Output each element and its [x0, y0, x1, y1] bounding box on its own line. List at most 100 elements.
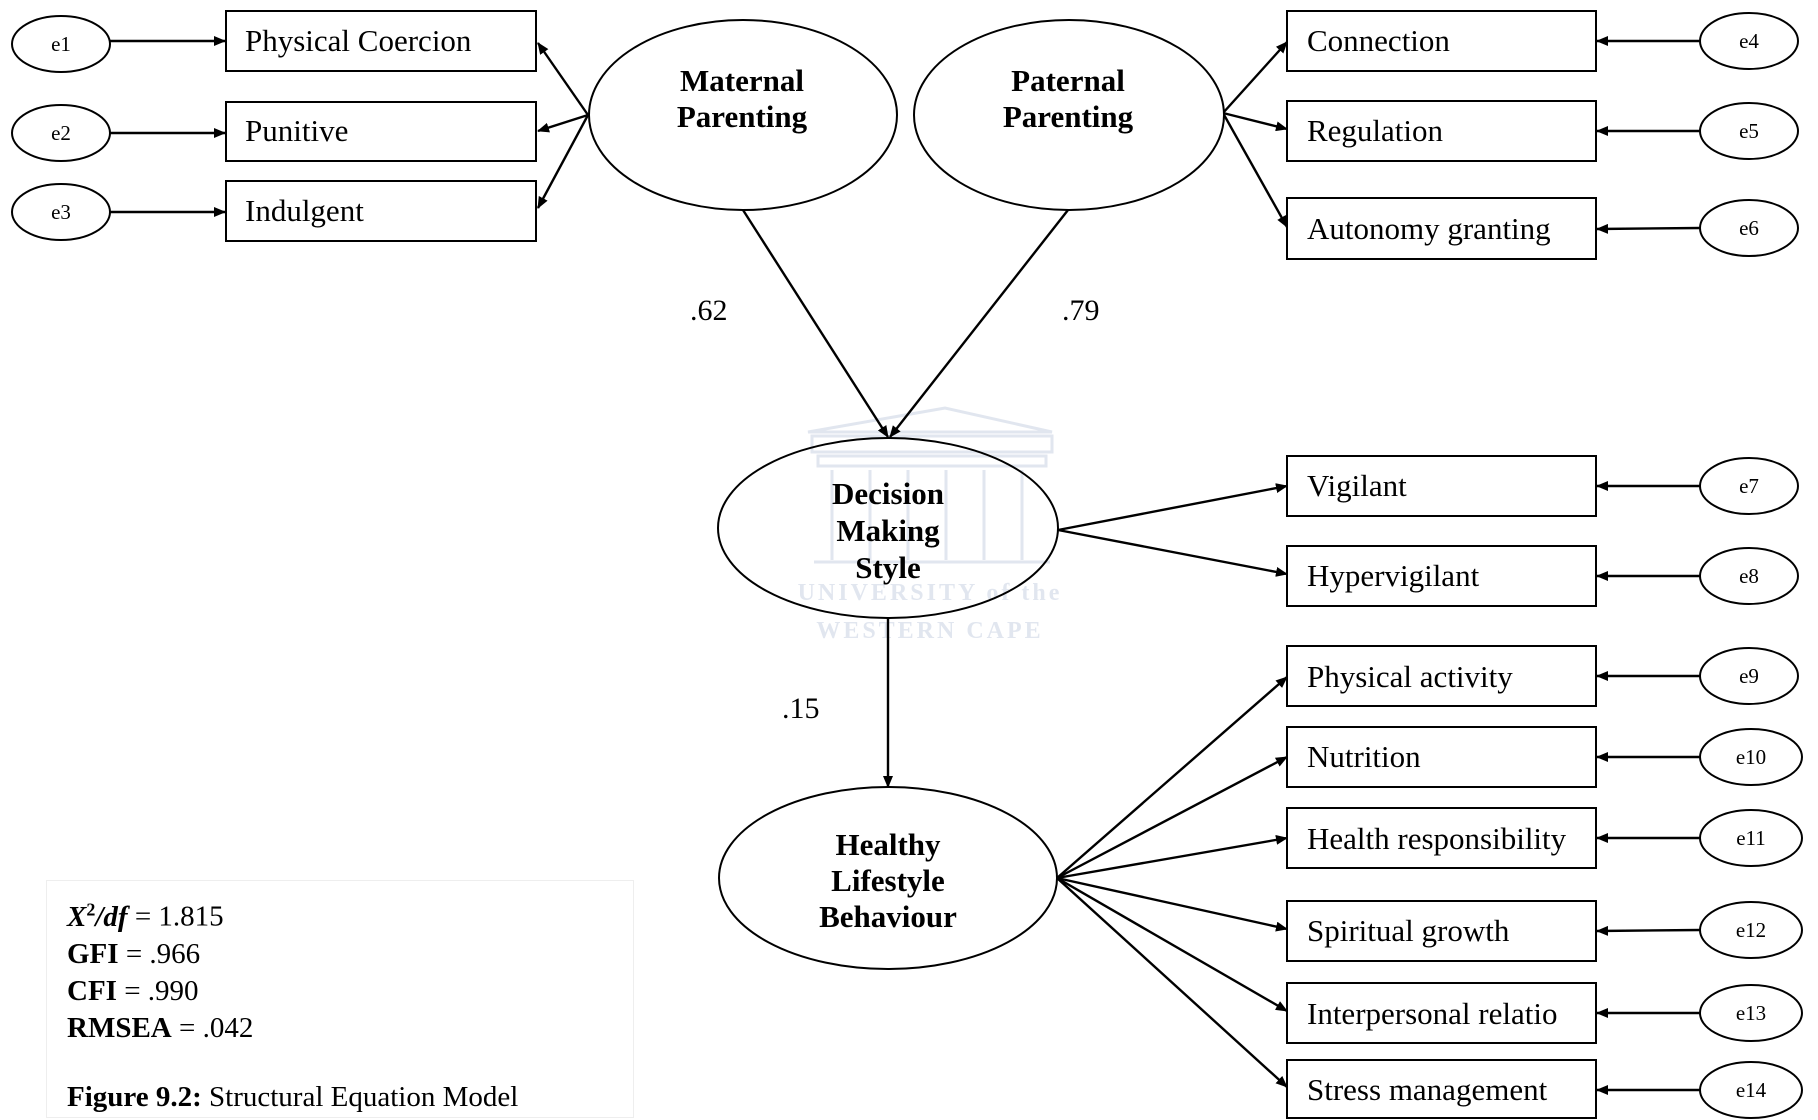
gfi-label: GFI — [67, 937, 119, 970]
chi-df: /df — [95, 900, 128, 933]
observed-autonomy-granting: Autonomy granting — [1286, 197, 1597, 260]
cfi-value: = .990 — [116, 974, 199, 1007]
loading-arrow-stress-management — [1056, 877, 1288, 1088]
svg-text:Making: Making — [836, 513, 940, 548]
coefficient-decision-healthy: .15 — [782, 692, 820, 725]
svg-text:Connection: Connection — [1307, 23, 1450, 58]
observed-spiritual-growth: Spiritual growth — [1286, 900, 1597, 962]
svg-text:e3: e3 — [51, 200, 71, 224]
caption-text: Structural Equation Model — [201, 1080, 519, 1113]
svg-text:Vigilant: Vigilant — [1307, 468, 1407, 503]
error-e4: e4 — [1699, 12, 1799, 70]
error-arrow-e6 — [1596, 223, 1701, 234]
latent-paternal-parenting: Paternal Parenting — [913, 19, 1225, 211]
svg-text:e10: e10 — [1736, 745, 1766, 769]
svg-text:Stress management: Stress management — [1307, 1072, 1548, 1107]
cfi-label: CFI — [67, 974, 117, 1007]
svg-text:e8: e8 — [1739, 564, 1759, 588]
loading-arrow-physical-activity — [1056, 676, 1288, 879]
coefficient-maternal-decision: .62 — [690, 294, 728, 327]
loading-arrow-interpersonal — [1056, 876, 1288, 1013]
fit-cfi: CFI = .990 — [67, 973, 613, 1010]
svg-text:e13: e13 — [1736, 1001, 1766, 1025]
svg-text:Interpersonal relatio: Interpersonal relatio — [1307, 996, 1557, 1031]
error-e3: e3 — [11, 183, 111, 241]
observed-interpersonal-relatio: Interpersonal relatio — [1286, 982, 1597, 1044]
error-e14: e14 — [1699, 1061, 1803, 1119]
fit-gfi: GFI = .966 — [67, 936, 613, 973]
error-e12: e12 — [1699, 901, 1803, 959]
observed-indulgent: Indulgent — [225, 180, 537, 242]
loading-arrow-autonomy — [1221, 112, 1289, 228]
error-e2: e2 — [11, 104, 111, 162]
loading-arrow-spiritual-growth — [1056, 876, 1288, 932]
figure-caption: Figure 9.2: Structural Equation Model — [67, 1081, 613, 1114]
observed-physical-activity: Physical activity — [1286, 645, 1597, 707]
loading-arrow-vigilant — [1057, 483, 1288, 532]
observed-vigilant: Vigilant — [1286, 455, 1597, 517]
svg-text:e5: e5 — [1739, 119, 1759, 143]
observed-physical-coercion: Physical Coercion — [225, 10, 537, 72]
svg-text:Hypervigilant: Hypervigilant — [1307, 558, 1480, 593]
fit-rmsea: RMSEA = .042 — [67, 1010, 613, 1047]
svg-text:e11: e11 — [1736, 826, 1766, 850]
svg-text:Healthy: Healthy — [835, 827, 941, 862]
path-paternal-to-decision — [889, 209, 1069, 438]
loading-arrow-regulation — [1222, 111, 1288, 132]
coefficient-paternal-decision: .79 — [1062, 294, 1100, 327]
loading-arrow-health-responsibility — [1056, 834, 1288, 880]
latent-decision-making-style: Decision Making Style — [717, 437, 1059, 619]
error-e11: e11 — [1699, 809, 1803, 867]
observed-health-responsibility: Health responsibility — [1286, 807, 1597, 869]
chi-label: X — [67, 900, 87, 933]
latent-healthy-lifestyle-behaviour: Healthy Lifestyle Behaviour — [718, 786, 1058, 970]
rmsea-label: RMSEA — [67, 1011, 172, 1044]
loading-arrow-physical-coercion — [537, 42, 589, 116]
latent-maternal-parenting: Maternal Parenting — [588, 19, 898, 211]
svg-text:e7: e7 — [1739, 474, 1759, 498]
observed-punitive: Punitive — [225, 101, 537, 162]
loading-arrow-nutrition — [1056, 755, 1288, 880]
chi-superscript: 2 — [86, 899, 96, 919]
svg-text:Nutrition: Nutrition — [1307, 739, 1421, 774]
svg-text:e4: e4 — [1739, 29, 1759, 53]
svg-text:e12: e12 — [1736, 918, 1766, 942]
observed-nutrition: Nutrition — [1286, 726, 1597, 788]
gfi-value: = .966 — [118, 937, 201, 970]
svg-text:Regulation: Regulation — [1307, 113, 1444, 148]
svg-text:Decision: Decision — [832, 476, 944, 511]
caption-label: Figure 9.2: — [67, 1080, 202, 1113]
svg-text:e14: e14 — [1736, 1078, 1767, 1102]
svg-text:e9: e9 — [1739, 664, 1759, 688]
svg-text:Spiritual growth: Spiritual growth — [1307, 913, 1510, 948]
error-arrow-e12 — [1596, 925, 1701, 936]
watermark: UNIVERSITY of the WESTERN CAPE — [798, 406, 1063, 644]
error-e9: e9 — [1699, 647, 1799, 705]
fit-statistics-panel: X2/df = 1.815 GFI = .966 CFI = .990 RMSE… — [46, 880, 634, 1118]
svg-text:Parenting: Parenting — [677, 99, 808, 134]
observed-regulation: Regulation — [1286, 100, 1597, 162]
svg-text:Parenting: Parenting — [1003, 99, 1134, 134]
svg-text:Indulgent: Indulgent — [245, 193, 364, 228]
observed-stress-management: Stress management — [1286, 1059, 1597, 1119]
loading-arrow-punitive — [537, 113, 589, 133]
loading-arrow-connection — [1222, 41, 1288, 114]
svg-text:Maternal: Maternal — [680, 63, 804, 98]
watermark-line-1: UNIVERSITY of the — [798, 580, 1063, 606]
svg-text:Health responsibility: Health responsibility — [1307, 821, 1567, 856]
svg-text:e2: e2 — [51, 121, 71, 145]
svg-text:e6: e6 — [1739, 216, 1759, 240]
watermark-line-2: WESTERN CAPE — [816, 618, 1043, 644]
error-e5: e5 — [1699, 102, 1799, 160]
svg-text:Behaviour: Behaviour — [819, 899, 957, 934]
chi-value: = 1.815 — [127, 900, 224, 933]
error-e8: e8 — [1699, 547, 1799, 605]
svg-text:Style: Style — [855, 550, 920, 585]
error-e13: e13 — [1699, 984, 1803, 1042]
path-maternal-to-decision — [741, 209, 890, 438]
svg-text:Punitive: Punitive — [245, 113, 348, 148]
svg-text:Physical Coercion: Physical Coercion — [245, 23, 472, 58]
error-e7: e7 — [1699, 457, 1799, 515]
loading-arrow-hypervigilant — [1057, 528, 1288, 577]
